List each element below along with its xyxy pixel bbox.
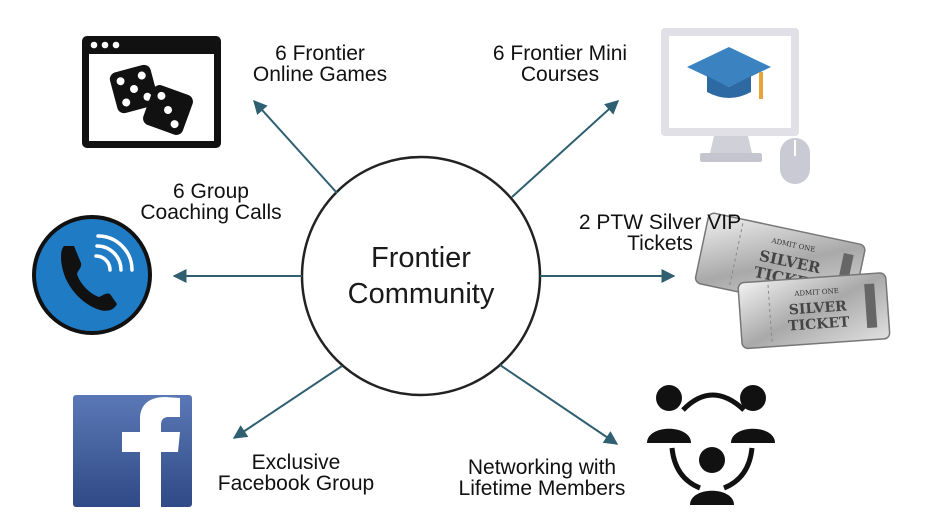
- ticket2-word-silver: SILVER: [788, 298, 847, 318]
- arrow-to-facebook: [232, 365, 343, 439]
- networking-label-line1: Networking with: [467, 456, 617, 479]
- games-label-line2: Online Games: [252, 63, 388, 86]
- tickets-label: 2 PTW Silver VIP Tickets: [565, 212, 755, 254]
- silver-ticket-icon: ADMIT ONE SILVER TICKET ADMIT ONE SILVER…: [694, 212, 891, 350]
- dice-window-icon: [82, 36, 221, 148]
- tickets-label-line1: 2 PTW Silver VIP: [578, 211, 742, 234]
- networking-label-line2: Lifetime Members: [458, 477, 626, 500]
- networking-label: Networking with Lifetime Members: [437, 457, 647, 499]
- calls-label: 6 Group Coaching Calls: [126, 181, 296, 223]
- facebook-label: Exclusive Facebook Group: [200, 452, 392, 494]
- games-label: 6 Frontier Online Games: [240, 43, 400, 85]
- courses-label: 6 Frontier Mini Courses: [470, 43, 650, 85]
- arrow-to-networking: [499, 364, 619, 445]
- ticket2-admit: ADMIT ONE: [793, 287, 839, 298]
- phone-call-icon: [32, 215, 152, 335]
- courses-label-line2: Courses: [520, 63, 600, 86]
- games-label-line1: 6 Frontier: [275, 42, 365, 65]
- center-label: Frontier Community: [321, 240, 521, 312]
- arrow-to-courses: [511, 100, 620, 198]
- graduation-monitor-icon: [661, 28, 810, 184]
- courses-label-line1: 6 Frontier Mini: [492, 42, 628, 65]
- people-network-icon: [647, 385, 775, 505]
- arrow-to-games: [253, 99, 338, 194]
- calls-label-line1: 6 Group: [173, 180, 249, 203]
- tickets-label-line2: Tickets: [627, 232, 693, 255]
- facebook-label-line2: Facebook Group: [217, 472, 375, 495]
- facebook-icon: [73, 395, 192, 507]
- ticket2-word-ticket: TICKET: [788, 314, 851, 334]
- center-label-line2: Community: [347, 278, 495, 310]
- center-label-line1: Frontier: [371, 242, 471, 274]
- facebook-label-line1: Exclusive: [251, 451, 341, 474]
- calls-label-line2: Coaching Calls: [140, 201, 282, 224]
